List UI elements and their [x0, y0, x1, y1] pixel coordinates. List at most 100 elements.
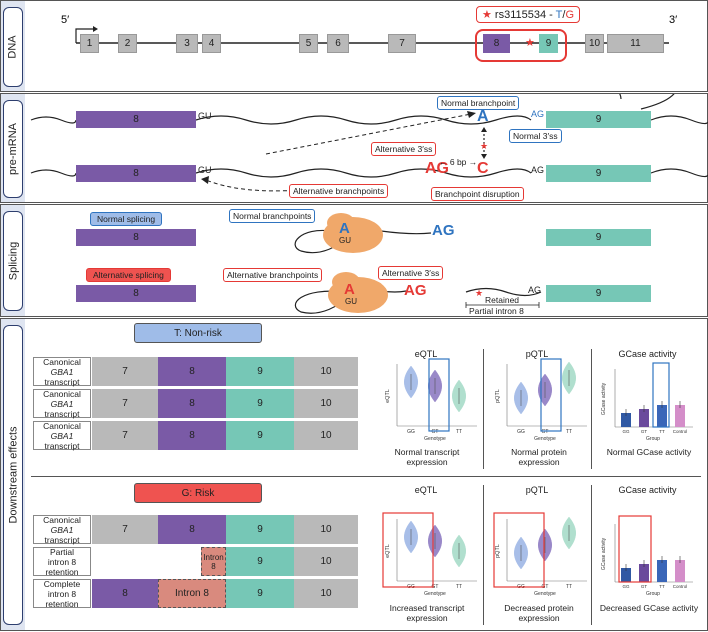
cell-intron-8-complete: Intron 8	[158, 579, 226, 608]
gu-label-top: GU	[198, 111, 212, 121]
chart-divider	[483, 485, 484, 625]
gu-normal: GU	[339, 236, 351, 245]
panel-label-splicing: Splicing	[3, 211, 23, 311]
premrna-exon8-top: 8	[76, 111, 196, 128]
premrna-panel: pre-mRNA ★ 8 9 8 9 GU GU AG AG A C AG No…	[0, 93, 708, 203]
chart-divider	[591, 485, 592, 625]
snp-star-icon: ★	[525, 37, 535, 49]
cell-exon-10: 10	[294, 515, 358, 544]
premrna-intron-top	[195, 115, 532, 125]
splicing-diagram: ★	[294, 213, 542, 314]
cell-exon-8: 8	[158, 421, 226, 450]
chart-caption-gcase: Normal GCase activity	[606, 447, 692, 457]
bar-GT	[639, 564, 649, 582]
dna-exon-7: 7	[388, 34, 416, 53]
branch-c-risk: C	[477, 160, 489, 177]
ag-retained: AG	[528, 285, 542, 295]
ag-alt: AG	[404, 282, 427, 299]
chart-title-gcase: GCase activity	[618, 485, 677, 495]
alternative-branchpoints-label: Alternative branchpoints	[289, 184, 389, 198]
bar-Control	[675, 560, 685, 582]
chart-tick-label: GG	[517, 429, 525, 435]
dna-exon-4: 4	[202, 34, 221, 53]
chart-tick-label: TT	[456, 584, 462, 590]
cell-exon-7: 7	[92, 421, 158, 450]
cell-exon-8: 8	[92, 579, 158, 608]
dna-exon-1: 1	[80, 34, 99, 53]
dna-exon-6: 6	[327, 34, 349, 53]
chart-xlabel: Genotype	[534, 591, 556, 597]
chart-tick-label: GT	[432, 429, 439, 435]
retained-line2: Partial intron 8	[469, 306, 524, 316]
chart-tick-label: GG	[622, 584, 630, 589]
branch-a-normal: A	[339, 220, 350, 237]
ag-label-bot: AG	[531, 165, 545, 175]
premrna-wave-top	[30, 116, 77, 124]
spliceosome-normal-lobe	[327, 213, 355, 233]
chart-tick-label: GG	[622, 429, 630, 434]
normal-branchpoints-label: Normal branchpoints	[229, 209, 316, 223]
cell-exon-10: 10	[294, 579, 358, 608]
ag-label-top: AG	[531, 109, 545, 119]
branch-a-alt: A	[344, 281, 355, 298]
five-prime-label: 5′	[61, 14, 69, 26]
chart-caption-pqtl: Normal protein expression	[511, 447, 567, 467]
premrna-wave-bot	[30, 169, 77, 177]
risk-header: G: Risk	[134, 483, 262, 503]
chart-xlabel: Genotype	[424, 591, 446, 597]
cell-exon-10: 10	[294, 389, 358, 418]
cell-exon-9: 9	[226, 421, 294, 450]
chart-divider	[591, 349, 592, 469]
chart-title-pqtl: pQTL	[525, 349, 549, 359]
chart-tick-label: Control	[673, 429, 688, 434]
cell-exon-7: 7	[92, 515, 158, 544]
premrna-intron-bot	[195, 168, 532, 178]
chart-tick-label: GT	[432, 584, 439, 590]
nonrisk-header: T: Non-risk	[134, 323, 262, 343]
snp-id: rs3115534	[494, 9, 547, 21]
cell-exon-10: 10	[294, 547, 358, 576]
chart-tick-label: GG	[407, 429, 415, 435]
chart-xlabel: Genotype	[534, 436, 556, 442]
cell-exon-9: 9	[226, 515, 294, 544]
chart-highlight-box	[493, 512, 545, 588]
branch-link-arrowhead-down	[481, 154, 487, 159]
chart-tick-label: TT	[456, 429, 462, 435]
ag-normal: AG	[432, 222, 455, 239]
premrna-exon8-bot: 8	[76, 165, 196, 182]
dna-to-premrna-arrow	[619, 94, 622, 100]
chart-highlight-box	[652, 362, 670, 428]
dashed-arrow-alt	[205, 179, 302, 192]
chart-highlight-box	[428, 358, 450, 432]
dna-exon-3: 3	[176, 34, 198, 53]
normal-3ss-label: Normal 3′ss	[509, 129, 562, 143]
snp-ref-allele: T	[555, 9, 563, 21]
chart-caption-gcase: Decreased GCase activity	[599, 603, 699, 613]
chart-tick-label: GT	[542, 584, 549, 590]
cell-exon-9: 9	[226, 547, 294, 576]
alternative-3ss-label: Alternative 3′ss	[378, 266, 444, 280]
chart-tick-label: GT	[641, 429, 648, 434]
dashed-arrowhead-normal	[467, 111, 476, 118]
cell-exon-7: 7	[92, 389, 158, 418]
chart-tick-label: TT	[659, 584, 665, 589]
cell-exon-9: 9	[226, 389, 294, 418]
cell-exon-9: 9	[226, 357, 294, 386]
gu-alt: GU	[345, 297, 357, 306]
alternative-splicing-badge: Alternative splicing	[86, 268, 171, 282]
splicing-exon9-alt: 9	[546, 285, 651, 302]
chart-divider	[483, 349, 484, 469]
chart-ylabel: pQTL	[495, 544, 501, 558]
dna-exon-10: 10	[585, 34, 604, 53]
chart-highlight-box	[540, 358, 562, 432]
branch-a-normal: A	[477, 108, 489, 125]
branchpoint-disruption-label: Branchpoint disruption	[431, 187, 524, 201]
bar-GT	[639, 409, 649, 427]
panel-label-dna: DNA	[3, 7, 23, 87]
chart-title-gcase: GCase activity	[618, 349, 677, 359]
downstream-panel: Downstream effects T: Non-risk Canonical…	[0, 318, 708, 631]
splicing-exon9-normal: 9	[546, 229, 651, 246]
